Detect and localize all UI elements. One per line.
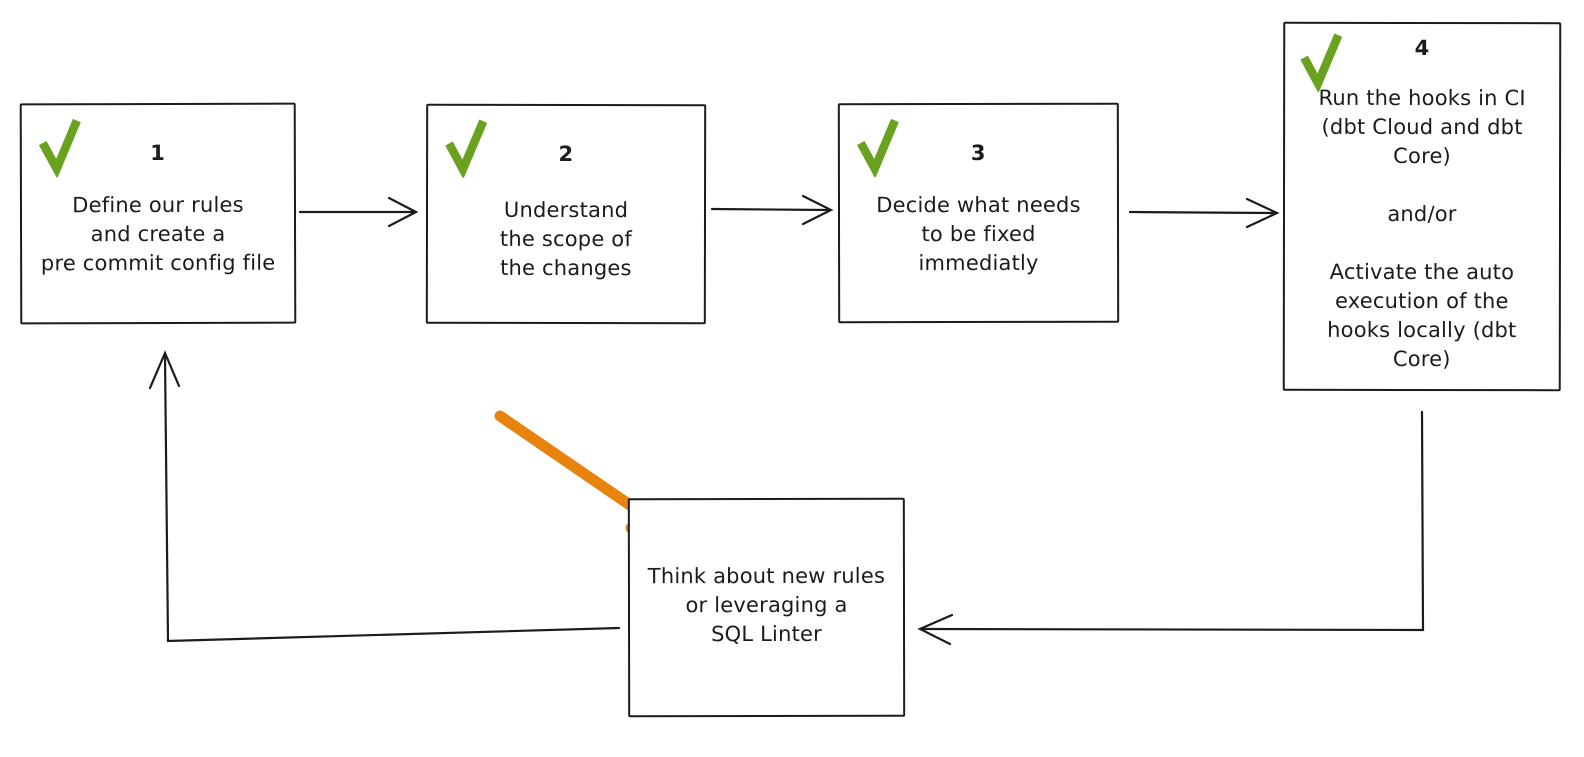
step-text: Understand the scope of the changes xyxy=(499,197,632,281)
check-icon xyxy=(445,119,488,178)
step-box-2: 2 Understand the scope of the changes xyxy=(425,103,707,325)
check-icon xyxy=(38,118,81,178)
step-number: 4 xyxy=(1414,35,1430,61)
step-number: 1 xyxy=(150,140,166,166)
arrow-feedback-to-step1 xyxy=(148,350,621,643)
step-box-1: 1 Define our rules and create a pre comm… xyxy=(19,102,297,325)
arrow-step3-to-step4 xyxy=(1128,197,1280,229)
arrow-step4-to-feedback xyxy=(917,410,1425,646)
feedback-text: Think about new rules or leveraging a SQ… xyxy=(647,563,886,647)
step-box-4: 4 Run the hooks in CI (dbt Cloud and dbt… xyxy=(1282,21,1562,392)
step-text: Run the hooks in CI (dbt Cloud and dbt C… xyxy=(1318,85,1526,372)
check-icon xyxy=(857,118,899,178)
feedback-box: Think about new rules or leveraging a SQ… xyxy=(627,497,906,718)
check-icon xyxy=(1300,33,1343,92)
arrow-step2-to-step3 xyxy=(710,194,834,226)
step-text: Define our rules and create a pre commit… xyxy=(40,192,276,276)
arrow-step1-to-step2 xyxy=(298,196,419,228)
step-number: 2 xyxy=(558,141,574,167)
step-number: 3 xyxy=(970,140,986,166)
step-text: Decide what needs to be fixed immediatly xyxy=(876,192,1081,276)
step-box-3: 3 Decide what needs to be fixed immediat… xyxy=(837,102,1120,324)
